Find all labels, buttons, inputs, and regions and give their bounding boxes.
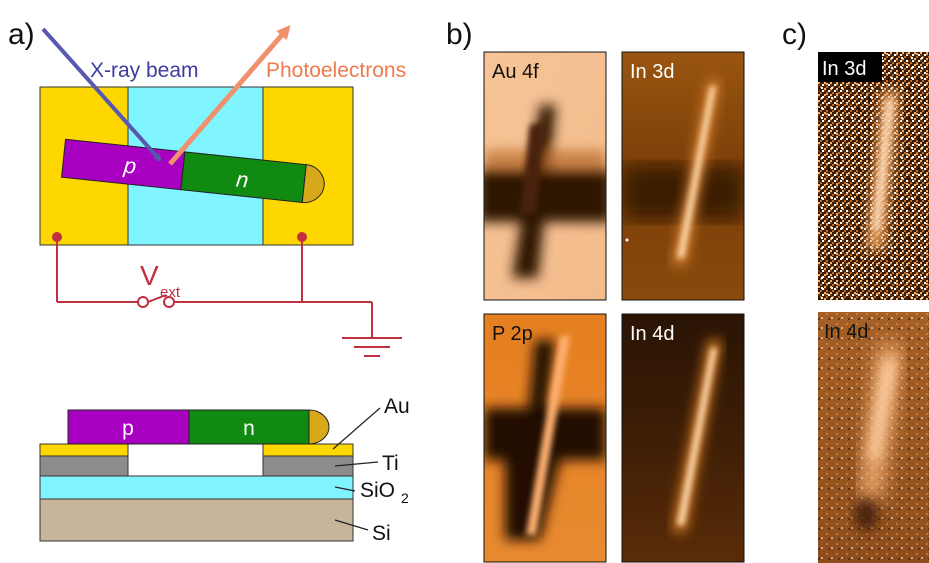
map-label-in-4d-c: In 4d bbox=[824, 321, 868, 343]
photoelectrons-arrow bbox=[168, 24, 291, 166]
vext-label: Vext bbox=[140, 260, 181, 301]
contact-dot-right bbox=[297, 232, 307, 242]
label-n-side: n bbox=[243, 417, 255, 440]
layer-leader-lines bbox=[332, 407, 381, 531]
layer-au-left bbox=[39, 443, 129, 457]
label-sio2-sub: 2 bbox=[401, 490, 409, 506]
device-cross-section: p n Au Ti SiO 2 Si bbox=[39, 395, 410, 545]
map-in-4d-c: In 4d bbox=[818, 312, 929, 563]
contact-dot-left bbox=[52, 232, 62, 242]
layer-au-right bbox=[262, 443, 354, 457]
nanowire-side-p bbox=[67, 409, 190, 445]
photoelectrons-label: Photoelectrons bbox=[266, 59, 406, 82]
label-ti: Ti bbox=[382, 452, 399, 475]
switch-terminal-left bbox=[137, 296, 149, 308]
map-in-3d-c: In 3d bbox=[818, 52, 929, 300]
nanowire-gold-cap bbox=[301, 164, 325, 203]
label-au: Au bbox=[384, 395, 410, 418]
map-au-4f: Au 4f bbox=[483, 51, 607, 301]
map-label-in-3d-c: In 3d bbox=[822, 58, 866, 80]
device-top-view: p n X-ray beam Photoelectrons Vext bbox=[39, 24, 406, 357]
vext-symbol: V bbox=[140, 260, 159, 291]
nanowire-side-n bbox=[188, 409, 310, 445]
layer-ti-left bbox=[39, 455, 129, 477]
map-label-in-3d-b: In 3d bbox=[630, 61, 674, 83]
map-in-4d-b: In 4d bbox=[621, 313, 745, 563]
panel-letter-b: b) bbox=[446, 18, 473, 51]
bias-circuit bbox=[56, 237, 402, 357]
switch-terminal-right bbox=[163, 296, 175, 308]
label-p-side: p bbox=[122, 417, 134, 440]
layer-si bbox=[39, 498, 354, 542]
xray-beam-arrow bbox=[41, 27, 162, 162]
map-in-3d-b: In 3d bbox=[621, 51, 745, 301]
map-label-au-4f: Au 4f bbox=[492, 61, 539, 83]
label-si: Si bbox=[372, 522, 391, 545]
panel-letter-a: a) bbox=[8, 18, 35, 51]
label-n-top: n bbox=[235, 166, 250, 192]
map-label-p-2p: P 2p bbox=[492, 323, 533, 345]
layer-sio2 bbox=[39, 475, 354, 500]
panel-letter-c: c) bbox=[782, 18, 807, 51]
map-p-2p: P 2p bbox=[483, 313, 607, 563]
nanowire-side-cap bbox=[308, 409, 330, 445]
label-sio2-base: SiO bbox=[360, 479, 395, 502]
label-sio2: SiO 2 bbox=[360, 479, 409, 506]
trench bbox=[127, 443, 264, 477]
xray-beam-label: X-ray beam bbox=[90, 59, 199, 82]
map-label-in-4d-b: In 4d bbox=[630, 323, 674, 345]
vext-subscript: ext bbox=[160, 284, 181, 301]
label-p-top: p bbox=[122, 153, 138, 179]
